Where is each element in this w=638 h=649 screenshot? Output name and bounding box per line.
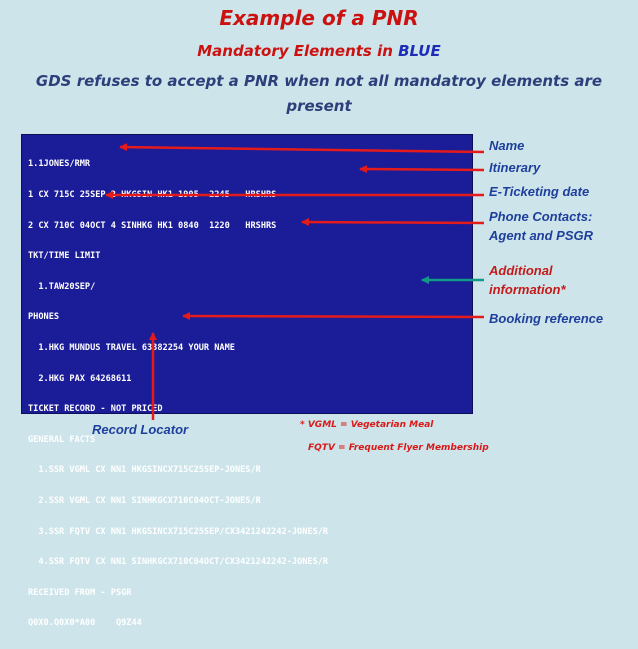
pnr-line-segment-2: 2 CX 710C 04OCT 4 SINHKG HK1 0840 1220 H… <box>28 220 277 231</box>
arrow-itinerary <box>359 165 485 174</box>
pnr-line-ssr-3: 3.SSR FQTV CX NN1 HKGSINCX715C25SEP/CX34… <box>28 526 329 537</box>
pnr-line-ssr-2: 2.SSR VGML CX NN1 SINHKGCX710C04OCT-JONE… <box>28 495 261 506</box>
pnr-line-ticket-limit: 1.TAW20SEP/ <box>28 281 96 292</box>
pnr-line-ssr-1: 1.SSR VGML CX NN1 HKGSINCX715C25SEP-JONE… <box>28 465 261 476</box>
pnr-line-ticket-limit-header: TKT/TIME LIMIT <box>28 251 101 262</box>
pnr-terminal-screen: 1.1JONES/RMR 1 CX 715C 25SEP 2 HKGSIN HK… <box>21 134 473 628</box>
label-record-locator: Record Locator <box>92 422 189 437</box>
label-phone-contacts: Phone Contacts: <box>489 209 593 224</box>
slide-subtitle: Mandatory Elements in BLUE <box>0 42 638 60</box>
pnr-line-record-locator: Q0X0.Q0X0*A00 Q9Z44 <box>28 618 142 629</box>
label-name: Name <box>489 138 525 153</box>
slide-title: Example of a PNR <box>219 6 419 30</box>
pnr-line-general-facts-header: GENERAL FACTS <box>28 434 96 445</box>
pnr-line-phone-pax: 2.HKG PAX 64268611 <box>28 373 132 384</box>
pnr-line-name: 1.1JONES/RMR <box>28 159 91 170</box>
subtitle-prefix: Mandatory Elements in <box>197 42 399 60</box>
note-vgml: * VGML = Vegetarian Meal <box>300 420 434 430</box>
pnr-line-ticket-record: TICKET RECORD - NOT PRICED <box>28 404 163 415</box>
pnr-line-phone-agent: 1.HKG MUNDUS TRAVEL 63382254 YOUR NAME <box>28 342 235 353</box>
subtitle-highlight: BLUE <box>398 42 441 60</box>
arrow-name <box>119 143 485 154</box>
label-itinerary: Itinerary <box>489 160 541 175</box>
pnr-line-ssr-4: 4.SSR FQTV CX NN1 SINHKGCX710C04OCT/CX34… <box>28 557 329 568</box>
arrow-phone-contacts <box>301 218 485 227</box>
pnr-line-received-from: RECEIVED FROM - PSGR <box>28 587 132 598</box>
label-phone-contacts-sub: Agent and PSGR <box>489 228 594 243</box>
note-fqtv: FQTV = Frequent Flyer Membership <box>308 443 489 453</box>
arrow-booking-reference <box>182 312 485 321</box>
annotation-arrows <box>105 143 485 420</box>
label-eticketing-date: E-Ticketing date <box>489 184 590 199</box>
pnr-line-phones-header: PHONES <box>28 312 60 323</box>
label-additional-information: Additional <box>489 263 553 278</box>
label-booking-reference: Booking reference <box>489 311 604 326</box>
refusal-text: GDS refuses to accept a PNR when not all… <box>35 72 603 115</box>
label-additional-information-sub: information* <box>489 282 566 297</box>
